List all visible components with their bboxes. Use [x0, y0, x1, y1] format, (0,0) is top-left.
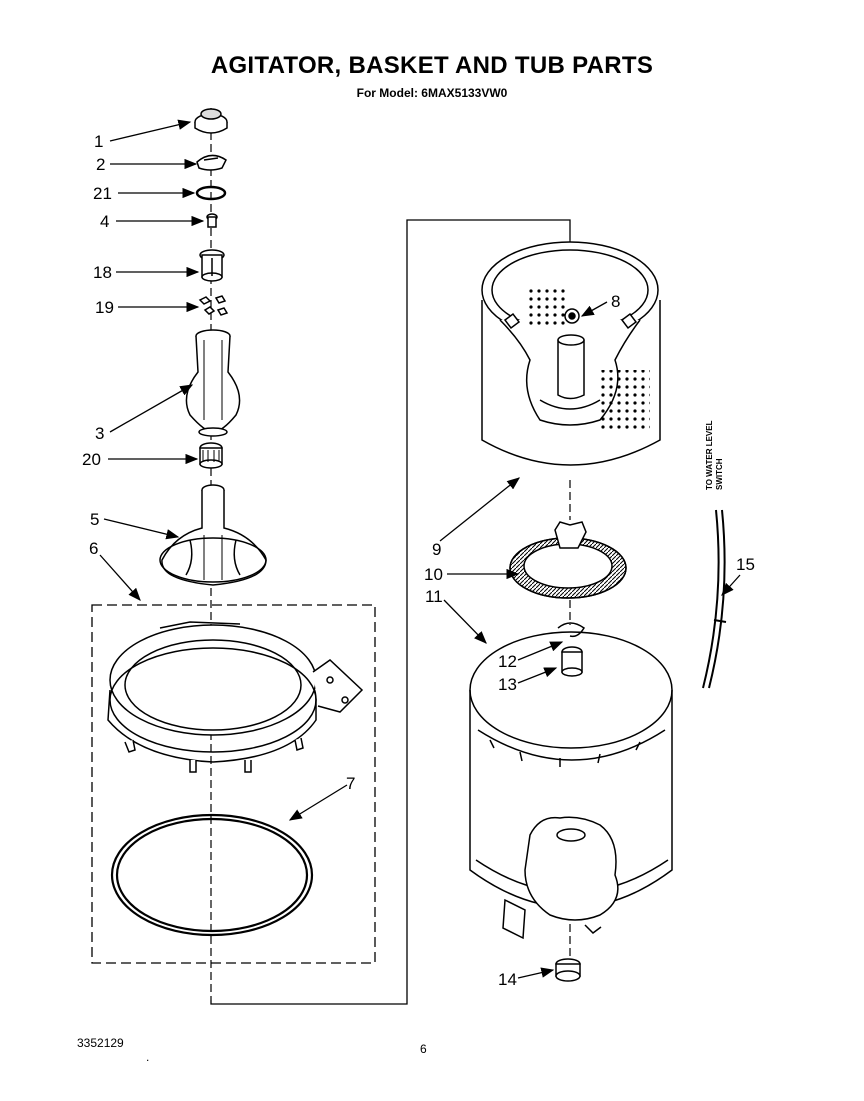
part-12-13-hub-parts — [557, 622, 585, 677]
callout-3: 3 — [95, 424, 104, 443]
tub-ring — [107, 621, 364, 773]
callout-15: 15 — [736, 555, 755, 574]
part-6-group-box — [91, 604, 376, 964]
note-line-2: SWITCH — [715, 458, 724, 490]
water-level-note: TO WATER LEVEL SWITCH — [705, 420, 724, 490]
assembly-connector-line — [210, 219, 571, 1005]
callout-9: 9 — [432, 540, 441, 559]
callout-1: 1 — [94, 132, 103, 151]
callout-2: 2 — [96, 155, 105, 174]
part-18-cam — [199, 249, 225, 282]
callout-19: 19 — [95, 298, 114, 317]
part-14-drain-fitting — [555, 958, 581, 982]
note-line-1: TO WATER LEVEL — [705, 420, 714, 490]
callout-14: 14 — [498, 970, 517, 989]
callout-12: 12 — [498, 652, 517, 671]
page-title: AGITATOR, BASKET AND TUB PARTS — [210, 52, 654, 79]
callout-4: 4 — [100, 212, 109, 231]
part-3-agitator-barrel — [185, 329, 241, 437]
callout-13: 13 — [498, 675, 517, 694]
part-7-tub-seal — [110, 813, 314, 937]
callout-6: 6 — [89, 539, 98, 558]
leader-arrows — [99, 119, 741, 979]
callout-11: 11 — [425, 587, 443, 606]
callout-5: 5 — [90, 510, 99, 529]
callout-18: 18 — [93, 263, 112, 282]
part-20-ratchet — [199, 442, 223, 469]
part-21-o-ring — [195, 185, 227, 201]
part-15-pressure-hose — [702, 509, 727, 689]
callout-8: 8 — [611, 292, 620, 311]
part-9-spin-basket — [481, 241, 661, 466]
callout-labels: 1 2 21 4 18 19 3 20 5 6 7 8 9 10 11 12 1… — [82, 132, 755, 989]
callout-10: 10 — [424, 565, 443, 584]
part-19-dogs — [198, 295, 229, 316]
part-1-agitator-cap — [194, 108, 228, 134]
part-11-outer-tub — [469, 631, 673, 940]
part-2-cap-clip — [196, 154, 227, 171]
part-10-drive-ring — [509, 521, 627, 599]
model-subtitle: For Model: 6MAX5133VW0 — [356, 86, 508, 100]
part-5-agitator-base — [159, 484, 267, 586]
dot-mark: . — [146, 1050, 150, 1064]
callout-7: 7 — [346, 774, 355, 793]
callout-20: 20 — [82, 450, 101, 469]
part-4-bolt — [206, 213, 218, 228]
callout-21: 21 — [93, 184, 112, 203]
page-number: 6 — [420, 1042, 427, 1056]
document-number: 3352129 — [77, 1036, 124, 1050]
